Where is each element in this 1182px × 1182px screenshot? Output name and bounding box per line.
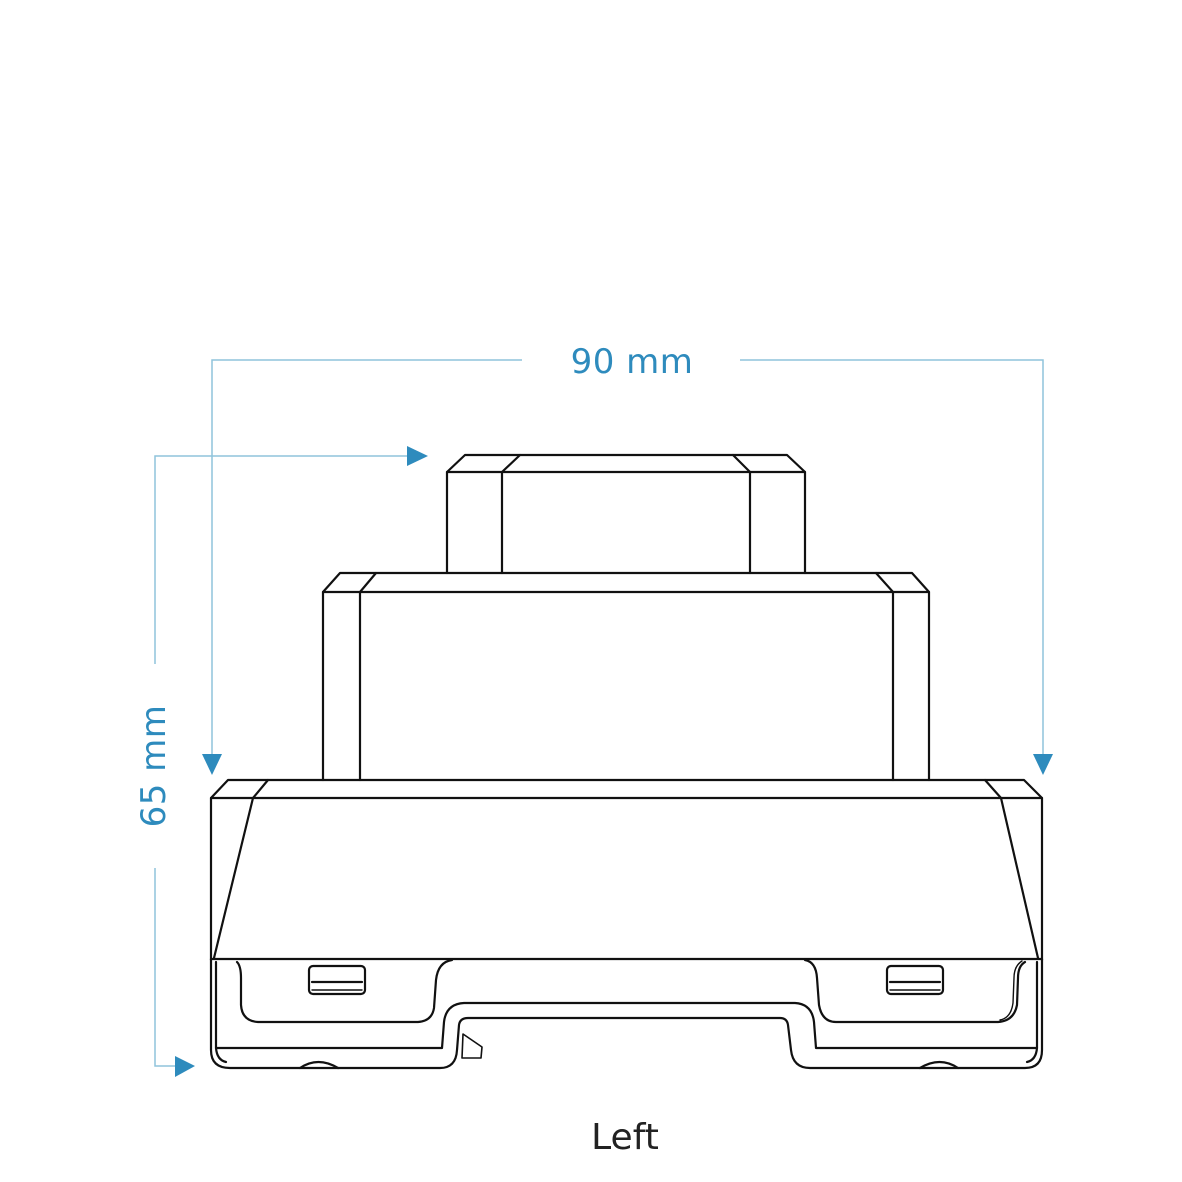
top-knob xyxy=(445,453,807,575)
left-recess xyxy=(235,958,454,1024)
width-dimension-label: 90 mm xyxy=(570,342,694,382)
left-latch xyxy=(307,964,367,996)
height-dimension xyxy=(154,455,408,1067)
right-recess xyxy=(803,958,1027,1024)
arrow-right-bottom-icon xyxy=(175,1056,195,1077)
base-body xyxy=(209,778,1044,1070)
arrow-right-top-icon xyxy=(407,446,428,466)
middle-body xyxy=(321,571,931,782)
dimension-arrows xyxy=(175,446,1053,1077)
height-dimension-label: 65 mm xyxy=(134,704,174,828)
right-latch xyxy=(885,964,945,996)
width-dimension xyxy=(211,359,1044,760)
arrow-down-right-icon xyxy=(1033,754,1053,775)
view-caption: Left xyxy=(591,1117,659,1158)
arrow-down-left-icon xyxy=(202,754,222,775)
